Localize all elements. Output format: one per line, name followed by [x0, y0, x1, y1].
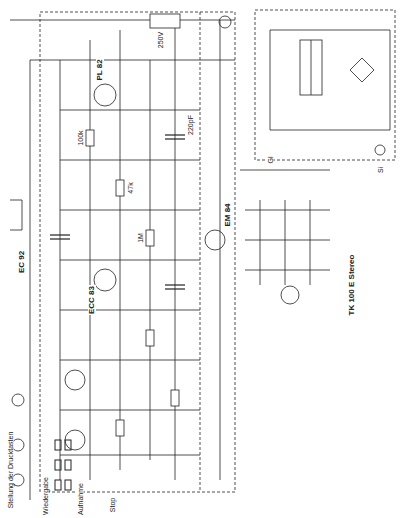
tube-symbol	[94, 84, 116, 106]
tube-label: EM 84	[224, 202, 232, 227]
component-label: Stellung der Drucktasten	[7, 431, 14, 510]
component-label: 1M	[137, 232, 144, 244]
tube-label: EC 92	[18, 250, 26, 274]
component-label: 47k	[127, 181, 134, 194]
component-label: 220pF	[187, 114, 194, 136]
component-label: Stop	[109, 497, 116, 513]
tube-label: PL 82	[96, 58, 104, 81]
component-label: Wiedergabe	[42, 476, 49, 516]
component-label: Gl	[267, 156, 274, 165]
caption: TK 100 E Stereo	[348, 254, 356, 317]
mains-transformer	[300, 40, 322, 95]
component-label: Si	[377, 166, 384, 174]
component-label: 250V	[157, 31, 164, 49]
component-label: Aufnahme	[77, 482, 84, 516]
tube-label: ECC 83	[88, 285, 96, 315]
chassis-border	[40, 12, 235, 492]
component-label: 100k	[77, 129, 84, 146]
